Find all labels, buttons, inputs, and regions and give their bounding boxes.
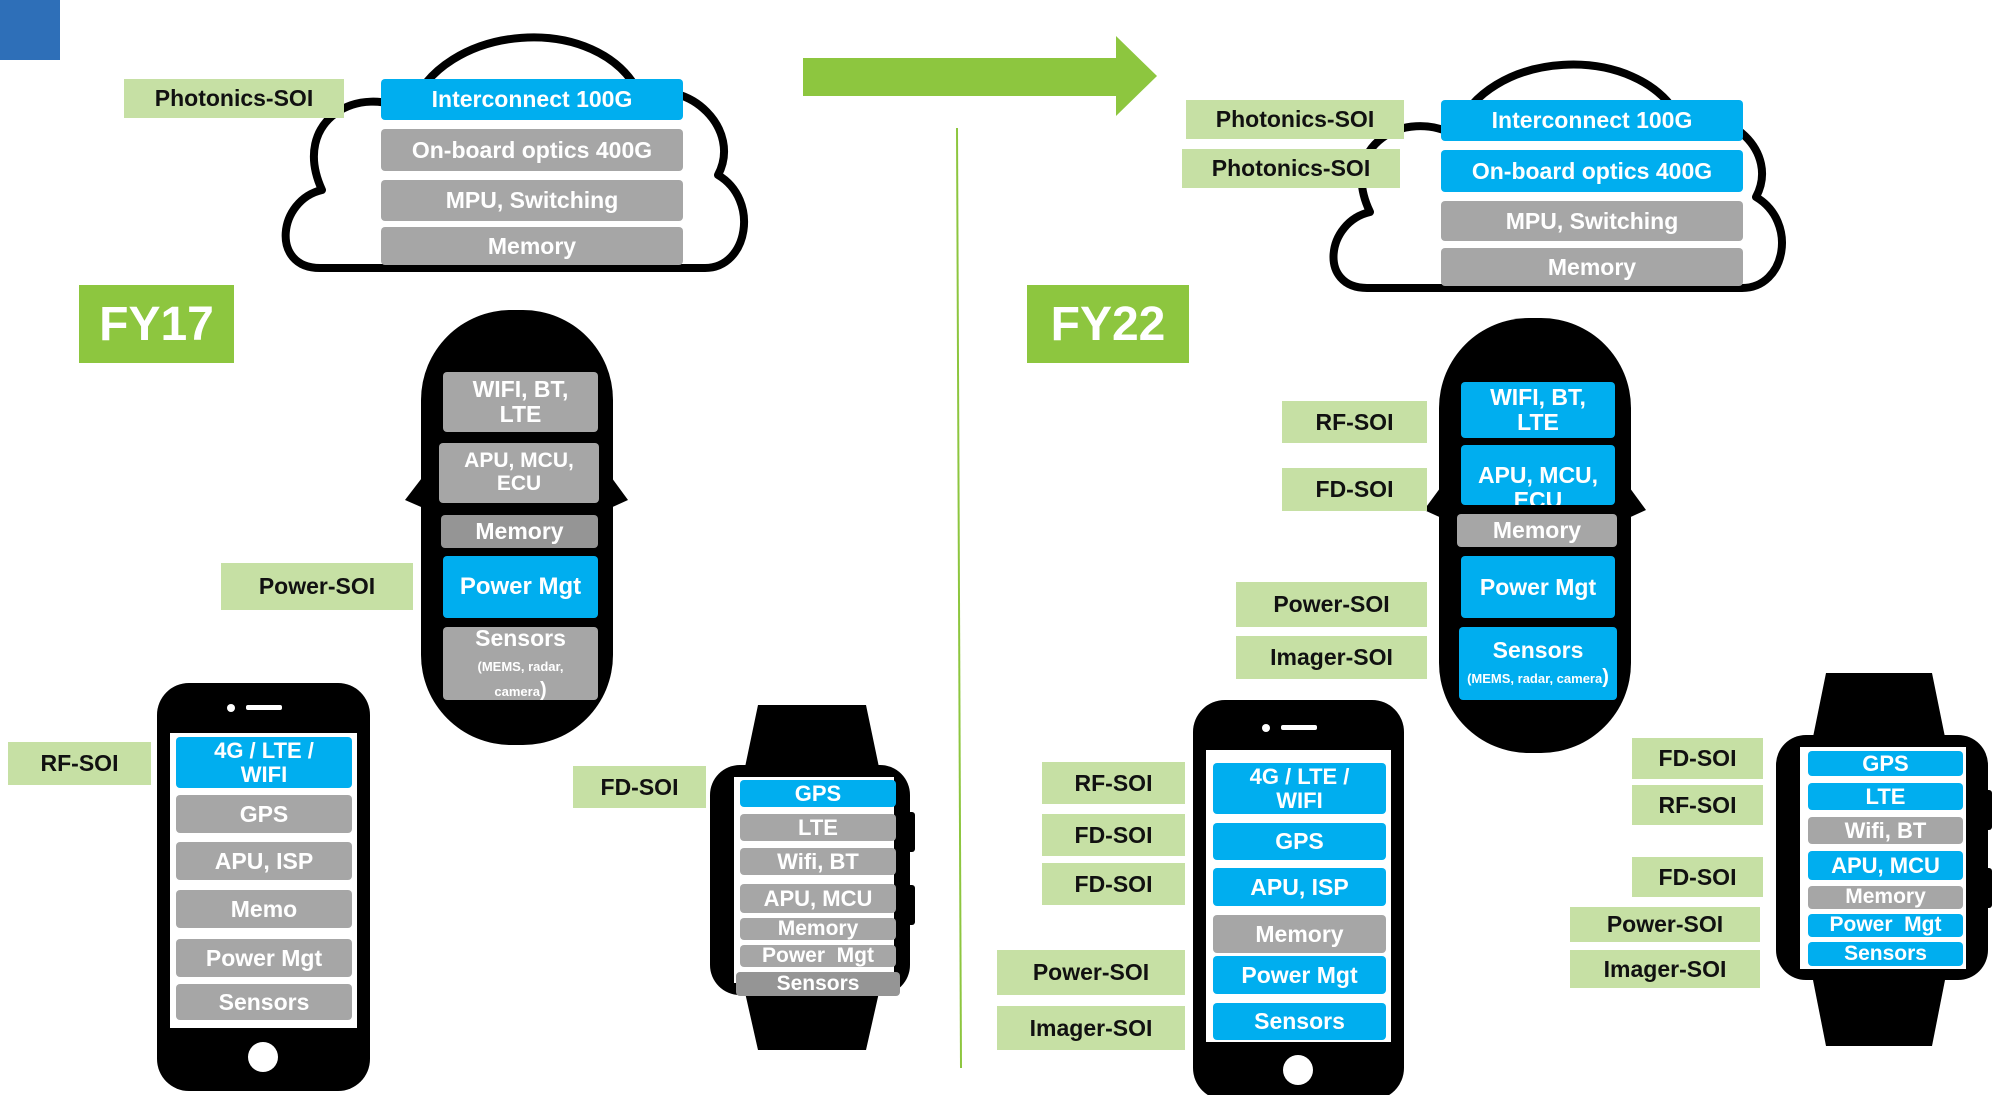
phone-item-memo: Memo	[176, 890, 352, 928]
cloud-item-interconnect: Interconnect 100G	[1441, 100, 1743, 141]
car-item-apu: APU, MCU, ECU	[439, 443, 599, 503]
phone-item-gps: GPS	[1213, 823, 1386, 860]
car-item-apu: APU, MCU, ECU	[1461, 445, 1615, 505]
cloud-item-memory: Memory	[381, 227, 683, 265]
tag-power-soi: Power-SOI	[1570, 907, 1760, 942]
tag-fd-soi: FD-SOI	[1632, 738, 1763, 779]
watch-item-wifi-bt: Wifi, BT	[740, 848, 896, 875]
phone-item-apu-isp: APU, ISP	[1213, 868, 1386, 906]
cloud-item-mpu-switching: MPU, Switching	[1441, 201, 1743, 241]
watch-item-sensors: Sensors	[736, 972, 900, 996]
watch-item-wifi-bt: Wifi, BT	[1808, 817, 1963, 844]
car-item-memory: Memory	[1457, 514, 1617, 547]
car-item-power: Power Mgt	[443, 556, 598, 618]
tag-power-soi: Power-SOI	[1236, 582, 1427, 627]
phone-item-power-mgt: Power Mgt	[1213, 956, 1386, 994]
tag-fd-soi: FD-SOI	[1042, 814, 1185, 856]
tag-fd-soi: FD-SOI	[1282, 468, 1427, 511]
phone-item-gps: GPS	[176, 795, 352, 833]
tag-fd-soi: FD-SOI	[1042, 863, 1185, 905]
watch-item-power-mgt: Power Mgt	[1808, 914, 1963, 937]
phone-item-apu-isp: APU, ISP	[176, 842, 352, 880]
sensors-sublabel: (MEMS, radar, camera	[1467, 671, 1603, 687]
phone-item-sensors: Sensors	[1213, 1003, 1386, 1040]
watch-item-lte: LTE	[1808, 783, 1963, 810]
corner-square	[0, 0, 60, 60]
car-item-wifi: WIFI, BT, LTE	[443, 372, 598, 432]
cloud-item-onboard-optics: On-board optics 400G	[381, 129, 683, 171]
tag-photonics-soi: Photonics-SOI	[124, 79, 344, 118]
watch-item-power-mgt: Power Mgt	[740, 945, 896, 967]
cloud-item-onboard-optics: On-board optics 400G	[1441, 150, 1743, 192]
watch-item-apu-mcu: APU, MCU	[740, 884, 896, 913]
tag-rf-soi: RF-SOI	[8, 742, 151, 785]
watch-item-sensors: Sensors	[1808, 942, 1963, 966]
tag-power-soi: Power-SOI	[221, 563, 413, 610]
divider-line	[956, 127, 962, 1069]
cloud-item-mpu-switching: MPU, Switching	[381, 180, 683, 221]
fy17-label: FY17	[79, 285, 234, 363]
cloud-item-interconnect: Interconnect 100G	[381, 79, 683, 120]
sensors-label: Sensors	[1492, 637, 1584, 664]
right-arrow	[803, 36, 1157, 116]
tag-rf-soi: RF-SOI	[1042, 762, 1185, 804]
fy22-label: FY22	[1027, 285, 1189, 363]
watch-item-memory: Memory	[1808, 886, 1963, 909]
tag-photonics-soi-2: Photonics-SOI	[1182, 149, 1400, 188]
watch-item-lte: LTE	[740, 814, 896, 841]
phone-item-4g-lte-wifi: 4G / LTE / WIFI	[1213, 763, 1386, 814]
watch-item-memory: Memory	[740, 918, 896, 940]
sensors-paren: )	[539, 678, 547, 700]
phone-item-sensors: Sensors	[176, 984, 352, 1020]
tag-photonics-soi-1: Photonics-SOI	[1186, 100, 1404, 139]
sensors-paren: )	[1602, 666, 1609, 689]
smartwatch-icon	[710, 705, 915, 1050]
phone-item-4g-lte-wifi: 4G / LTE / WIFI	[176, 737, 352, 788]
phone-item-memory: Memory	[1213, 915, 1386, 953]
tag-imager-soi: Imager-SOI	[997, 1006, 1185, 1050]
tag-fd-soi: FD-SOI	[573, 766, 706, 808]
car-item-wifi: WIFI, BT, LTE	[1461, 382, 1615, 438]
tag-imager-soi: Imager-SOI	[1236, 636, 1427, 679]
watch-item-gps: GPS	[1808, 751, 1963, 776]
tag-imager-soi: Imager-SOI	[1570, 950, 1760, 988]
car-item-memory: Memory	[441, 515, 598, 548]
car-item-sensors: Sensors (MEMS, radar, camera)	[443, 627, 598, 700]
tag-rf-soi: RF-SOI	[1282, 401, 1427, 443]
cloud-item-memory: Memory	[1441, 248, 1743, 286]
tag-power-soi: Power-SOI	[997, 950, 1185, 995]
phone-item-power-mgt: Power Mgt	[176, 939, 352, 977]
car-item-power: Power Mgt	[1461, 556, 1615, 618]
sensors-sublabel: (MEMS, radar, camera	[477, 658, 564, 699]
watch-item-gps: GPS	[740, 780, 896, 807]
car-item-sensors: Sensors (MEMS, radar, camera)	[1459, 627, 1617, 700]
sensors-label: Sensors	[475, 627, 566, 651]
tag-rf-soi: RF-SOI	[1632, 785, 1763, 825]
watch-item-apu-mcu: APU, MCU	[1808, 851, 1963, 880]
tag-fd-soi: FD-SOI	[1632, 857, 1763, 897]
